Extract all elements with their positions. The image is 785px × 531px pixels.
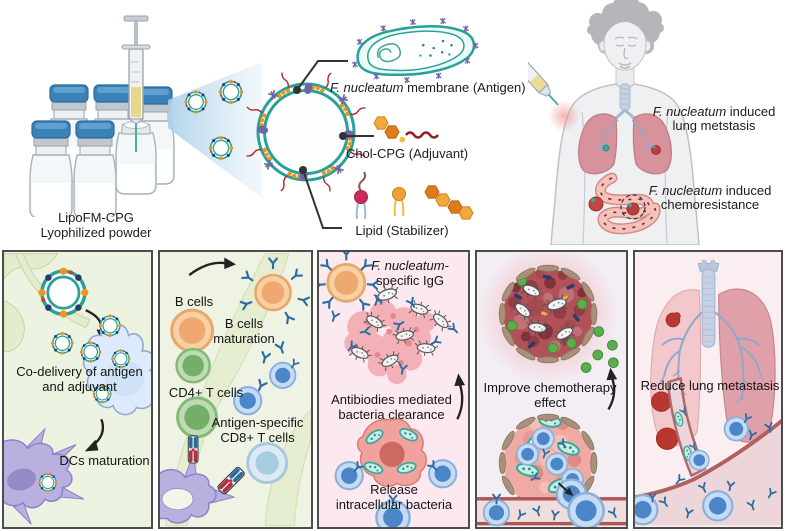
- cd4-label: CD4+ T cells: [168, 385, 244, 400]
- adjuvant-label: Chol-CPG (Adjuvant): [345, 146, 469, 161]
- callout-lines: [296, 60, 374, 229]
- panel-chemo-art: [477, 252, 626, 527]
- product-name: LipoFM-CPG: [58, 210, 134, 225]
- panel-lymph-art: [160, 253, 311, 526]
- lipid-icons: [354, 171, 474, 220]
- bacterium-icon: [351, 17, 480, 84]
- arrow-up: [454, 373, 466, 387]
- vials-illustration: [29, 15, 175, 217]
- panel-chemotherapy: Improve chemotherapy effect: [475, 250, 628, 529]
- main-vessel: [635, 419, 781, 526]
- b-cells-label: B cells: [174, 294, 214, 309]
- face-features: [614, 36, 638, 69]
- clearance-label: Antibiodies mediated bacteria clearance: [331, 392, 452, 422]
- injection-site-glow: [548, 100, 580, 132]
- cpg-strand: [404, 131, 440, 139]
- panel-lung-metastasis: Reduce lung metastasis: [633, 250, 783, 529]
- injection-syringe-icon: [528, 56, 559, 106]
- blood-vessel: [477, 478, 626, 527]
- arrow-up: [606, 367, 618, 381]
- chol-cpg-icon: [373, 116, 440, 143]
- tumor-nodules: [651, 312, 681, 450]
- magnifier-cone: [168, 62, 262, 198]
- panel-antibody-clearance: F. nucleatum- specific IgG Antibiodies m…: [317, 250, 470, 529]
- b-maturation-label: B cells maturation: [213, 316, 275, 346]
- dendritic-cell: [160, 454, 236, 524]
- chemoresistance-label: F. nucleatum induced chemoresistance: [648, 183, 772, 212]
- release-label: Release intracellular bacteria: [335, 482, 453, 512]
- stabilizer-label: Lipid (Stabilizer): [355, 223, 449, 238]
- mature-dc-cell: [4, 427, 85, 525]
- tcr-complex-1: [187, 435, 199, 464]
- treated-tumor: [498, 264, 598, 364]
- tumor-highlight-circle: [620, 194, 646, 220]
- product-label: LipoFM-CPG Lyophilized powder: [20, 210, 172, 240]
- igg-label: F. nucleatum- specific IgG: [371, 258, 449, 288]
- panel-lung-art: [635, 259, 781, 526]
- trachea: [697, 259, 720, 348]
- dc-maturation-label: DCs maturation: [59, 453, 150, 468]
- arrow-right: [224, 257, 236, 270]
- antigen-label: F. nucleatum membrane (Antigen): [330, 80, 526, 95]
- tissue-background: [4, 253, 91, 353]
- reduce-metastasis-label: Reduce lung metastasis: [640, 378, 780, 393]
- improve-chemo-label: Improve chemotherapy effect: [483, 380, 617, 410]
- panel-dc-art: [4, 253, 151, 525]
- syringe-icon: [121, 15, 151, 152]
- patient-intestines: [588, 172, 661, 235]
- cd8-label: Antigen-specific CD8+ T cells: [211, 415, 304, 445]
- large-liposome: [36, 265, 91, 320]
- lung-metastasis-label: F. nucleatum induced lung metstasis: [652, 104, 776, 133]
- product-form: Lyophilized powder: [40, 225, 152, 240]
- liposome-diagram: [168, 17, 480, 229]
- tcr-complex-2: [216, 465, 247, 496]
- panel-lymphocytes: B cells B cells maturation CD4+ T cells …: [158, 250, 313, 529]
- dying-tumor-cell: [356, 418, 427, 487]
- patient-lungs: [578, 113, 672, 175]
- patient-illustration: [528, 0, 700, 245]
- co-delivery-label: Co-delivery of antigen and adjuvant: [16, 364, 143, 394]
- panel-dc-uptake: Co-delivery of antigen and adjuvant DCs …: [2, 250, 153, 529]
- naive-cd8-cell: [246, 442, 289, 484]
- arrow-down-left: [84, 439, 99, 452]
- cd4-cell-1: [175, 347, 211, 384]
- callout-dots: [293, 86, 347, 174]
- membrane-decorations: [246, 72, 366, 192]
- panel-ab-art: [319, 252, 466, 527]
